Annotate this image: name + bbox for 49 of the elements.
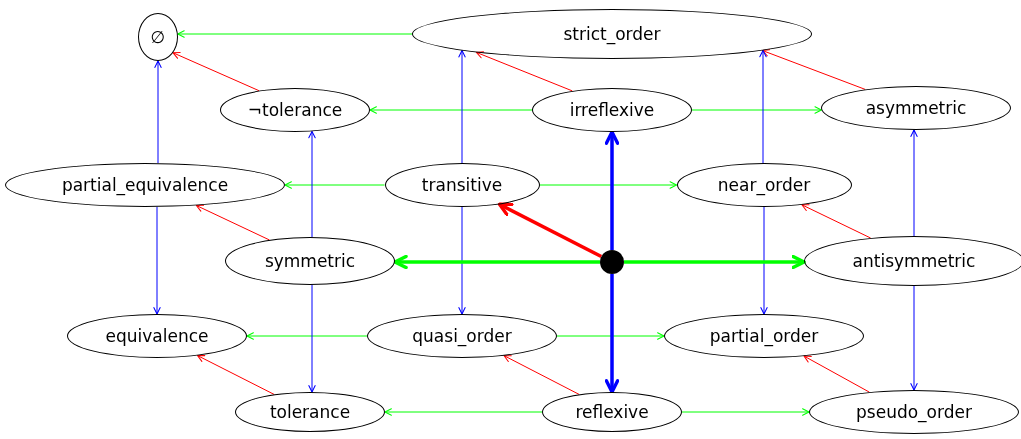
arrow [195,204,270,241]
arrow [369,106,533,114]
node-label: irreflexive [569,100,655,120]
arrow [246,332,368,340]
arrow [760,206,768,315]
arrow [172,51,260,92]
node-label: transitive [421,175,503,195]
arrow [761,49,866,90]
arrow [556,332,665,340]
arrow [503,355,580,395]
node-label: symmetric [264,251,356,271]
node-label: equivalence [105,326,209,346]
junction-dot [600,250,624,274]
arrow [308,130,316,238]
arrow [393,254,600,270]
node-label: partial_equivalence [61,175,229,195]
arrow [691,106,822,114]
arrow [284,181,385,189]
arrow [910,129,918,237]
node-label: pseudo_order [856,402,972,422]
node-label: reflexive [575,402,649,422]
node-label: ¬tolerance [247,100,343,120]
node-label: ∅ [150,27,166,47]
arrow [539,181,677,189]
arrow [475,51,573,92]
node-label: antisymmetric [852,251,976,271]
arrow [497,202,603,259]
arrow [384,408,543,416]
node-label: tolerance [269,402,351,422]
arrow [604,130,620,250]
node-label: strict_order [563,24,661,44]
arrow [458,206,466,315]
arrow [153,206,161,315]
arrow [458,50,466,164]
arrow [624,254,806,270]
node-label: asymmetric [865,98,967,118]
arrow [197,355,275,395]
node-label: near_order [717,175,811,195]
node-label: partial_order [709,326,819,346]
arrow [604,274,620,394]
node-label: quasi_order [412,326,512,346]
arrow [910,285,918,391]
arrow [801,204,872,239]
arrow [681,408,810,416]
arrow [759,49,767,164]
arrow [308,284,316,393]
arrow [177,30,413,38]
arrow [154,60,162,164]
arrow [803,355,870,393]
